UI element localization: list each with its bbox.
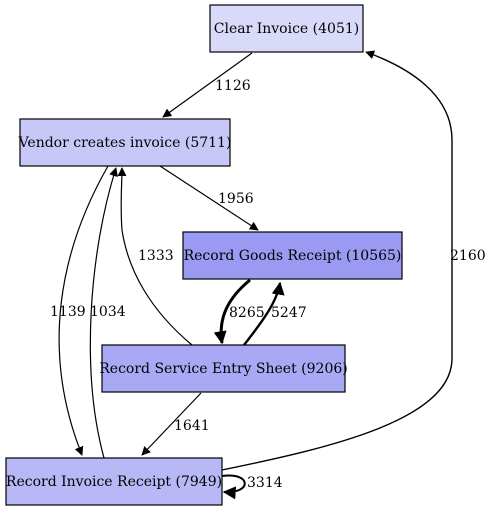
- edge-label-vendor-to-invoice: 1139: [50, 304, 86, 320]
- node-clear-invoice-label: Clear Invoice (4051): [214, 21, 359, 37]
- edge-invoice-self-loop: [221, 474, 246, 500]
- node-record-goods-receipt[interactable]: Record Goods Receipt (10565): [182, 231, 403, 280]
- edge-invoice-to-clear: [221, 50, 453, 471]
- edge-goods-to-service: [213, 278, 251, 345]
- edge-label-invoice-self: 3314: [247, 475, 283, 491]
- node-vendor-creates-invoice[interactable]: Vendor creates invoice (5711): [18, 118, 232, 167]
- edge-label-goods-to-service: 8265: [229, 305, 265, 321]
- edge-clear-to-vendor: [162, 52, 253, 118]
- edge-service-to-vendor: [117, 167, 193, 346]
- node-record-invoice-receipt[interactable]: Record Invoice Receipt (7949): [5, 457, 223, 506]
- edge-vendor-to-invoice: [58, 165, 109, 456]
- node-record-invoice-receipt-label: Record Invoice Receipt (7949): [6, 474, 222, 490]
- node-clear-invoice[interactable]: Clear Invoice (4051): [209, 4, 364, 53]
- node-record-goods-receipt-label: Record Goods Receipt (10565): [184, 248, 402, 264]
- edge-service-to-invoice: [141, 392, 202, 456]
- edge-label-invoice-to-vendor: 1034: [90, 304, 126, 320]
- edge-label-clear-to-vendor: 1126: [215, 78, 251, 94]
- edge-label-service-to-goods: 5247: [271, 305, 307, 321]
- edge-label-vendor-to-goods: 1956: [218, 191, 254, 207]
- edge-service-to-goods: [243, 281, 285, 346]
- edge-vendor-to-goods: [159, 165, 259, 231]
- edge-label-service-to-invoice: 1641: [174, 418, 210, 434]
- edge-label-service-to-vendor: 1333: [138, 248, 174, 264]
- node-vendor-creates-invoice-label: Vendor creates invoice (5711): [18, 135, 232, 151]
- edge-label-invoice-to-clear: 2160: [450, 248, 486, 264]
- node-record-service-entry-sheet[interactable]: Record Service Entry Sheet (9206): [99, 344, 348, 393]
- node-record-service-entry-sheet-label: Record Service Entry Sheet (9206): [99, 361, 347, 377]
- edge-invoice-to-vendor: [89, 167, 118, 459]
